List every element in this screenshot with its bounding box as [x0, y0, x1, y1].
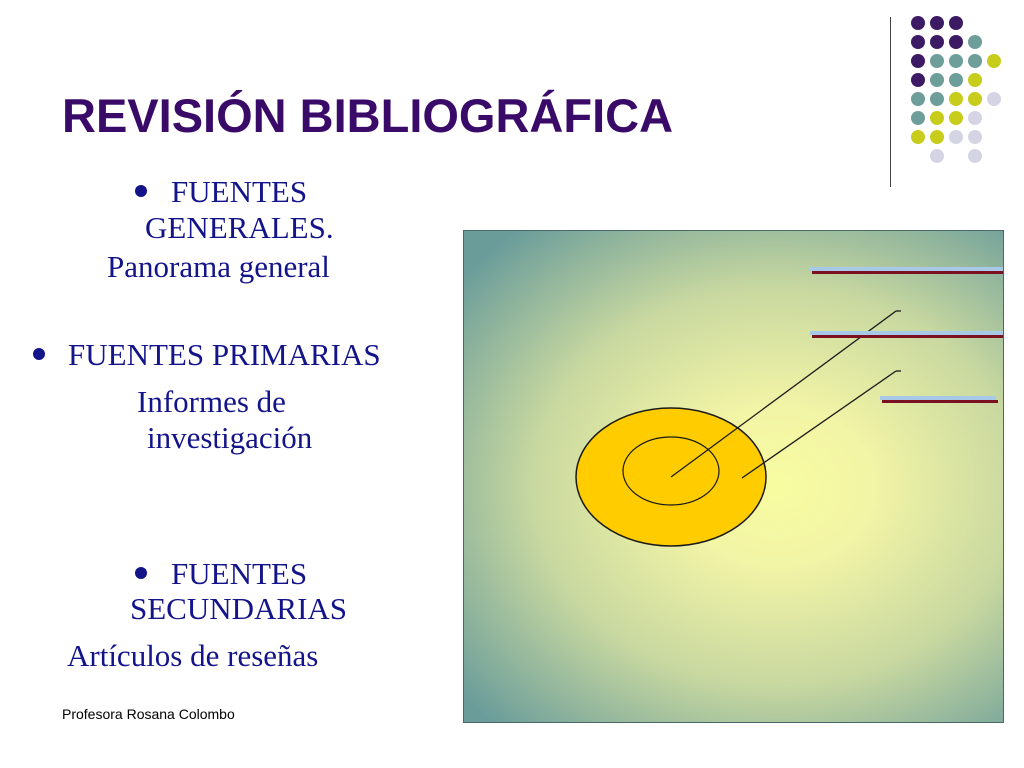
bullet-icon — [135, 185, 147, 197]
decor-dot — [987, 92, 1001, 106]
label-bar — [810, 267, 1003, 271]
decor-dot — [949, 111, 963, 125]
item-secundarias-line1: FUENTES — [171, 556, 308, 591]
bullet-icon — [135, 567, 147, 579]
decor-dot — [930, 111, 944, 125]
target-diagram-svg — [575, 267, 1003, 547]
decor-dot — [949, 130, 963, 144]
decor-dot — [911, 16, 925, 30]
decor-dot — [930, 149, 944, 163]
decor-dot — [968, 111, 982, 125]
decor-dot — [949, 35, 963, 49]
item-generales-line1: FUENTES — [171, 174, 308, 209]
decor-dot — [949, 92, 963, 106]
label-bar — [880, 396, 996, 400]
decor-dot — [968, 130, 982, 144]
decor-dot — [968, 73, 982, 87]
item-secundarias-line2: SECUNDARIAS — [130, 591, 348, 626]
decor-dot — [987, 54, 1001, 68]
footer-author: Profesora Rosana Colombo — [62, 706, 235, 722]
decor-dot — [930, 35, 944, 49]
label-bar — [810, 331, 1003, 335]
decor-dot — [911, 73, 925, 87]
decor-dot — [949, 54, 963, 68]
target-diagram — [463, 230, 1004, 723]
leader-line — [741, 370, 897, 479]
item-generales-line3: Panorama general — [107, 249, 330, 284]
decor-dot — [968, 92, 982, 106]
decor-dot — [968, 54, 982, 68]
decor-dot — [949, 73, 963, 87]
decor-dot — [930, 92, 944, 106]
item-primarias-line1: FUENTES PRIMARIAS — [68, 337, 381, 372]
label-bar — [812, 271, 1003, 274]
decor-dot — [930, 130, 944, 144]
decor-dot — [930, 16, 944, 30]
slide-title: REVISIÓN BIBLIOGRÁFICA — [62, 89, 674, 142]
decor-dot — [911, 35, 925, 49]
bullet-icon — [33, 348, 45, 360]
target-inner-ring — [622, 436, 720, 506]
decor-dot — [911, 92, 925, 106]
item-generales-line2: GENERALES. — [145, 210, 334, 245]
decor-dot — [968, 149, 982, 163]
item-primarias-line2: Informes de — [137, 384, 286, 419]
label-bar — [882, 400, 998, 403]
decor-dot — [911, 54, 925, 68]
decor-dot — [930, 54, 944, 68]
decor-dot — [949, 16, 963, 30]
label-bar — [812, 335, 1003, 338]
item-primarias-line3: investigación — [147, 420, 313, 455]
decor-dot — [911, 111, 925, 125]
item-secundarias-line3: Artículos de reseñas — [67, 638, 319, 673]
decor-dot — [968, 35, 982, 49]
decor-dot — [930, 73, 944, 87]
leader-line — [670, 310, 897, 478]
divider-line — [890, 17, 891, 187]
decor-dot — [911, 130, 925, 144]
